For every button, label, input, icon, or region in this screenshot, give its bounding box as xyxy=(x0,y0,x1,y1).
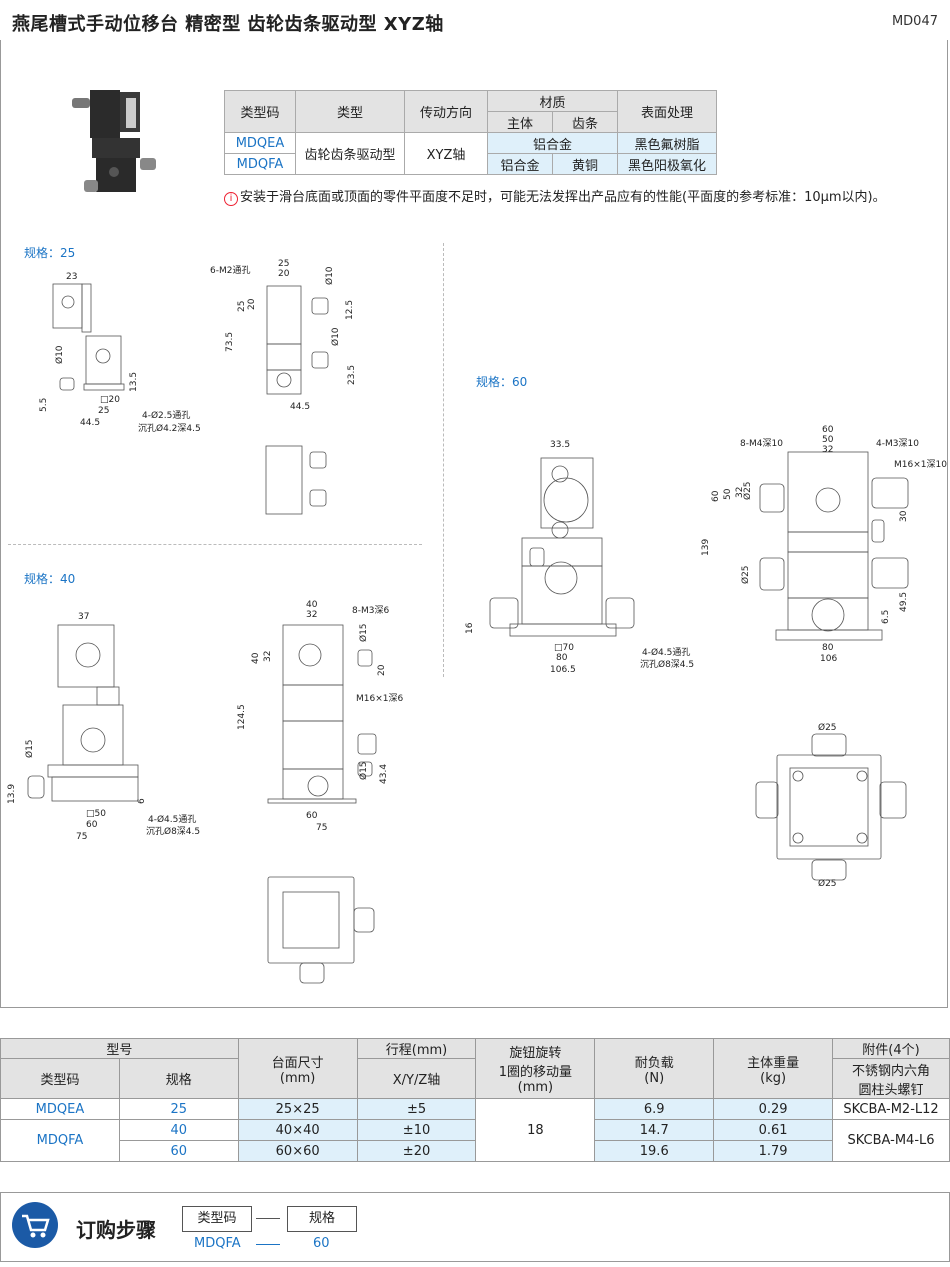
dim-label: 4-Ø4.5通孔 xyxy=(642,647,690,658)
dim-label: 25 xyxy=(278,259,289,269)
dim-label: 32 xyxy=(263,651,273,662)
dim-label: 73.5 xyxy=(225,332,235,352)
dim-label: 60 xyxy=(306,811,318,821)
dim-label: 80 xyxy=(556,653,568,663)
dim-label: 沉孔Ø4.2深4.5 xyxy=(138,423,201,434)
dim-label: 13.5 xyxy=(129,372,139,392)
divider xyxy=(8,544,422,545)
dim-label: 5.5 xyxy=(39,398,49,412)
dim-label: □20 xyxy=(100,395,120,405)
dim-label: 16 xyxy=(465,622,475,634)
dim-label: 8-M3深6 xyxy=(352,605,389,616)
dim-label: 106 xyxy=(820,654,837,664)
dim-label: Ø25 xyxy=(740,565,751,584)
dim-label: 12.5 xyxy=(345,300,355,320)
technical-drawings: 23 6-M2通孔 25 20 Ø10 25 20 73.5 12.5 Ø10 … xyxy=(7,259,947,984)
table-cell: MDQEA xyxy=(224,132,296,154)
spec-table: 类型码 类型 传动方向 材质 表面处理 主体 齿条 MDQEA 齿轮齿条驱动型 … xyxy=(224,90,717,175)
dim-label: Ø15 xyxy=(24,739,35,758)
dim-label: 75 xyxy=(316,823,327,833)
dim-label: 32 xyxy=(735,487,745,498)
dim-label: 50 xyxy=(822,435,834,445)
dim-label: 44.5 xyxy=(80,418,100,428)
dim-label: Ø10 xyxy=(324,266,335,285)
dim-label: 124.5 xyxy=(237,704,247,730)
dim-label: 6-M2通孔 xyxy=(210,265,250,276)
dim-label: 60 xyxy=(711,490,721,502)
dim-label: 37 xyxy=(78,612,89,622)
dim-label: 40 xyxy=(306,600,318,610)
drawing-frame xyxy=(0,40,948,1008)
dim-label: Ø15 xyxy=(358,761,369,780)
dim-label: 沉孔Ø8深4.5 xyxy=(146,826,200,837)
dim-label: Ø25 xyxy=(742,481,753,500)
dim-label: 20 xyxy=(377,664,387,676)
dim-label: 50 xyxy=(723,488,733,500)
dim-label: 4-M3深10 xyxy=(876,438,919,449)
dim-label: 23.5 xyxy=(347,365,357,385)
dim-label: Ø25 xyxy=(818,878,837,889)
dim-label: Ø10 xyxy=(54,345,65,364)
dim-label: 6 xyxy=(137,798,147,804)
divider xyxy=(443,243,444,677)
cart-icon xyxy=(12,1202,58,1248)
dim-label: 80 xyxy=(822,643,834,653)
dim-label: Ø25 xyxy=(818,722,837,733)
dim-label: 25 xyxy=(98,406,109,416)
dim-label: 8-M4深10 xyxy=(740,438,783,449)
dim-label: 49.5 xyxy=(899,592,909,612)
product-photo xyxy=(72,90,156,192)
dim-label: 23 xyxy=(66,272,77,282)
product-table: 型号 台面尺寸 (mm) 行程(mm) 旋钮旋转 1圈的移动量 (mm) 耐负载… xyxy=(0,1038,950,1162)
order-value-code: MDQFA xyxy=(194,1236,241,1251)
dim-label: 106.5 xyxy=(550,665,576,675)
dim-label: 30 xyxy=(899,510,909,522)
dim-label: 40 xyxy=(251,652,261,664)
dim-label: 32 xyxy=(306,610,317,620)
dim-label: 沉孔Ø8深4.5 xyxy=(640,659,694,670)
spec-label-25: 规格：25 xyxy=(24,246,76,260)
page-title: 燕尾槽式手动位移台 精密型 齿轮齿条驱动型 XYZ轴 xyxy=(12,14,444,35)
dim-label: M16×1深10 xyxy=(894,459,947,470)
divider xyxy=(256,1218,280,1219)
dim-label: 33.5 xyxy=(550,440,570,450)
dim-label: 6.5 xyxy=(881,610,891,624)
dim-label: 4-Ø4.5通孔 xyxy=(148,814,196,825)
spec-label-60: 规格：60 xyxy=(476,375,528,389)
dim-label: Ø15 xyxy=(358,623,369,642)
dim-label: 20 xyxy=(247,298,257,310)
dim-label: 20 xyxy=(278,269,290,279)
page-code: MD047 xyxy=(891,14,938,29)
order-box-code: 类型码 xyxy=(182,1206,252,1232)
order-title: 订购步骤 xyxy=(76,1218,156,1242)
dim-label: 60 xyxy=(822,425,834,435)
info-icon: i xyxy=(224,192,238,206)
dim-label: 4-Ø2.5通孔 xyxy=(142,410,190,421)
dim-label: 25 xyxy=(237,301,247,312)
order-box-spec: 规格 xyxy=(287,1206,357,1232)
dim-label: 32 xyxy=(822,445,833,455)
dim-label: 139 xyxy=(701,539,711,556)
dim-label: Ø10 xyxy=(330,327,341,346)
dim-label: 60 xyxy=(86,820,98,830)
dim-label: □70 xyxy=(554,643,574,653)
order-value-spec: 60 xyxy=(313,1236,330,1251)
dim-label: 75 xyxy=(76,832,87,842)
spec-label-40: 规格：40 xyxy=(24,572,76,586)
dim-label: □50 xyxy=(86,809,106,819)
dim-label: 43.4 xyxy=(379,764,389,784)
dim-label: M16×1深6 xyxy=(356,693,403,704)
dim-label: 13.9 xyxy=(7,784,17,804)
divider xyxy=(256,1244,280,1245)
dim-label: 44.5 xyxy=(290,402,310,412)
